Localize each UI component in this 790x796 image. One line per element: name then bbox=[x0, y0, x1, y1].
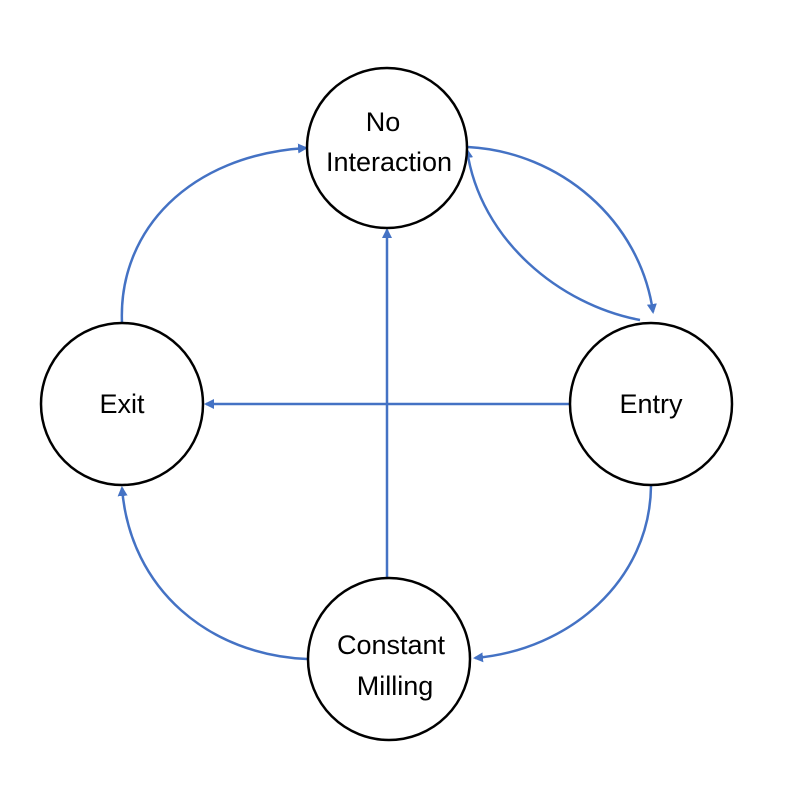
edge-no-interaction-to-entry bbox=[467, 145, 657, 314]
node-no-interaction-label-line2: Interaction bbox=[326, 147, 452, 177]
edge-entry-to-constant-milling bbox=[473, 485, 653, 663]
node-constant-milling-label-line2: Milling bbox=[357, 671, 434, 701]
node-entry-circle bbox=[568, 321, 734, 487]
node-entry: Entry bbox=[568, 321, 734, 487]
node-entry-label: Entry bbox=[619, 389, 683, 419]
edge-constant-milling-to-exit bbox=[117, 486, 308, 661]
node-no-interaction: No Interaction bbox=[305, 66, 469, 230]
node-no-interaction-circle bbox=[305, 66, 469, 230]
node-constant-milling-circle bbox=[306, 576, 472, 742]
node-exit-label: Exit bbox=[99, 389, 145, 419]
edges-group bbox=[117, 143, 657, 663]
node-constant-milling-label-line1: Constant bbox=[337, 630, 446, 660]
node-constant-milling: Constant Milling bbox=[306, 576, 472, 742]
node-exit-circle bbox=[39, 321, 205, 487]
edge-entry-to-no-interaction bbox=[463, 148, 641, 322]
node-exit: Exit bbox=[39, 321, 205, 487]
node-no-interaction-label-line1: No bbox=[366, 107, 401, 137]
edge-exit-to-no-interaction bbox=[120, 143, 308, 324]
